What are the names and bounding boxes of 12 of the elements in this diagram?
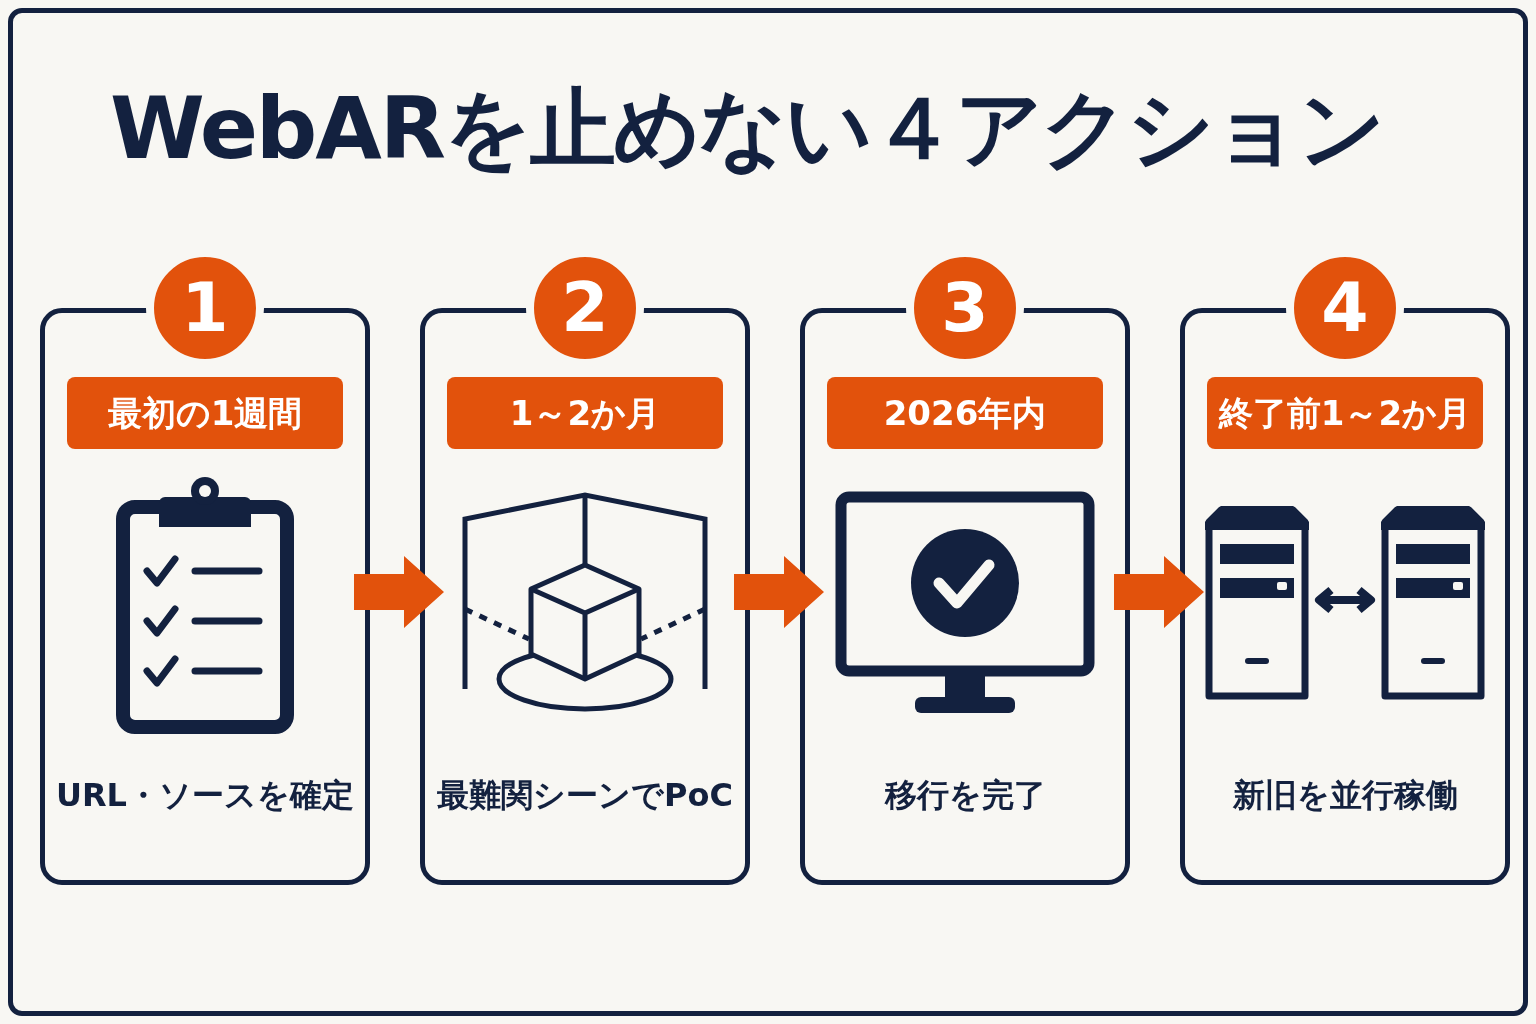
block-arrow <box>354 556 444 628</box>
action-label: 新旧を並行稼働 <box>1232 775 1458 816</box>
action-label: 移行を完了 <box>884 775 1046 816</box>
period-badge: 2026年内 <box>827 377 1103 449</box>
period-badge: 1～2か月 <box>447 377 723 449</box>
action-label: URL・ソースを確定 <box>56 775 354 816</box>
period-badge: 終了前1～2か月 <box>1207 377 1483 449</box>
period-badge: 最初の1週間 <box>67 377 343 449</box>
action-label: 最難関シーンでPoC <box>437 775 733 816</box>
title: WebARを止めない４アクション <box>110 77 1385 180</box>
block-arrow <box>1114 556 1204 628</box>
block-arrow <box>734 556 824 628</box>
